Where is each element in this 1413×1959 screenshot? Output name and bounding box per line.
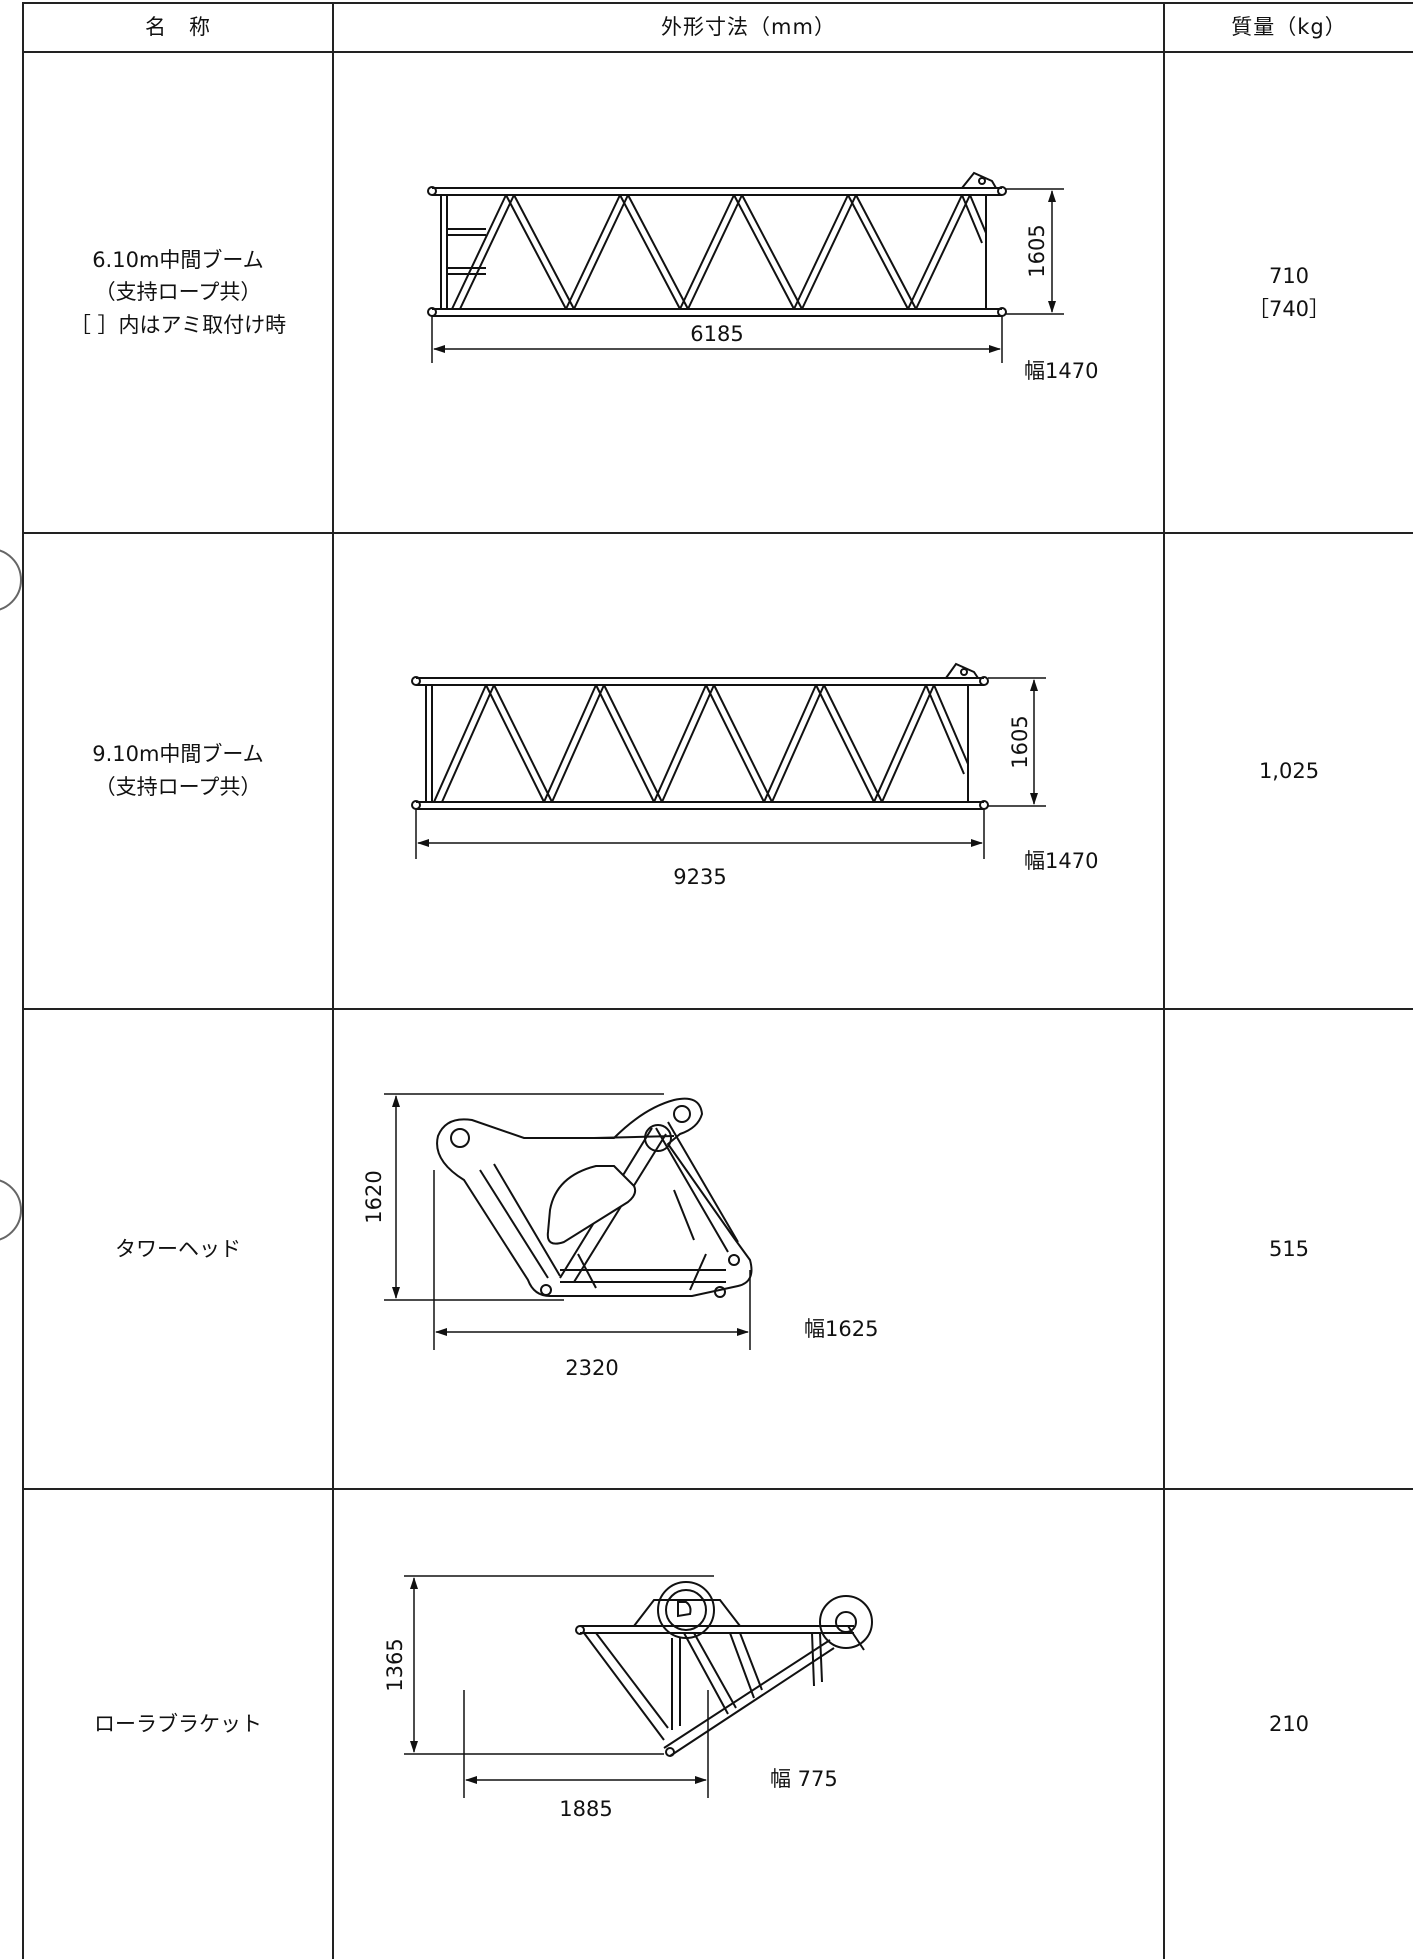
- row-3-mass: 515: [1165, 1010, 1413, 1488]
- row-3-name-line-1: タワーヘッド: [115, 1236, 241, 1261]
- row-1-mass: 710 ［740］: [1165, 53, 1413, 532]
- row-4-name: ローラブラケット: [24, 1490, 332, 1959]
- row-1-length-dim: 6185: [690, 322, 743, 346]
- row-1-name-line-2: （支持ロープ共）: [94, 280, 262, 305]
- row-2-name-line-1: 9.10m中間ブーム: [92, 742, 264, 767]
- row-1-height-dim: 1605: [1025, 224, 1049, 277]
- row-3-width-dim: 幅1625: [804, 1317, 878, 1341]
- roller-bracket-drawing: 1885 幅 775 1365: [383, 1575, 873, 1821]
- row-1-name: 6.10m中間ブーム （支持ロープ共） ［ ］内はアミ取付け時: [24, 53, 332, 532]
- row-1-mass-value: 710: [1268, 263, 1310, 288]
- boom-6-10m-drawing: 6185 幅1470 1605: [427, 171, 1098, 383]
- row-2-height-dim: 1605: [1008, 715, 1032, 768]
- row-4-mass-value: 210: [1268, 1712, 1310, 1737]
- binder-hole-top: [0, 548, 22, 612]
- row-1-name-line-1: 6.10m中間ブーム: [92, 247, 264, 272]
- header-name: 名 称: [145, 15, 211, 40]
- row-2-width-dim: 幅1470: [1024, 849, 1098, 873]
- header-dimensions: 外形寸法（mm）: [661, 15, 836, 40]
- row-1-name-line-3: ［ ］内はアミ取付け時: [69, 312, 287, 337]
- row-1-width-dim: 幅1470: [1024, 359, 1098, 383]
- row-2-length-dim: 9235: [673, 865, 726, 889]
- row-2-mass-value: 1,025: [1258, 758, 1320, 783]
- header-mass: 質量（kg）: [1231, 15, 1347, 40]
- row-2-name: 9.10m中間ブーム （支持ロープ共）: [24, 534, 332, 1008]
- row-3-name: タワーヘッド: [24, 1010, 332, 1488]
- row-4-mass: 210: [1165, 1490, 1413, 1959]
- row-4-height-dim: 1365: [383, 1638, 407, 1691]
- binder-hole-bottom: [0, 1178, 22, 1242]
- row-4-width-dim: 幅 775: [770, 1767, 838, 1791]
- row-4-name-line-1: ローラブラケット: [94, 1712, 262, 1737]
- boom-9-10m-drawing: 9235 幅1470 1605: [411, 662, 1098, 889]
- row-3-length-dim: 2320: [565, 1356, 618, 1380]
- row-1-mass-value-with-net: ［740］: [1247, 296, 1331, 321]
- row-3-mass-value: 515: [1268, 1236, 1310, 1261]
- row-3-height-dim: 1620: [362, 1170, 386, 1223]
- row-4-length-dim: 1885: [559, 1797, 612, 1821]
- row-2-mass: 1,025: [1165, 534, 1413, 1008]
- row-2-name-line-2: （支持ロープ共）: [94, 775, 262, 799]
- tower-head-drawing: 2320 幅1625 1620: [362, 1093, 878, 1380]
